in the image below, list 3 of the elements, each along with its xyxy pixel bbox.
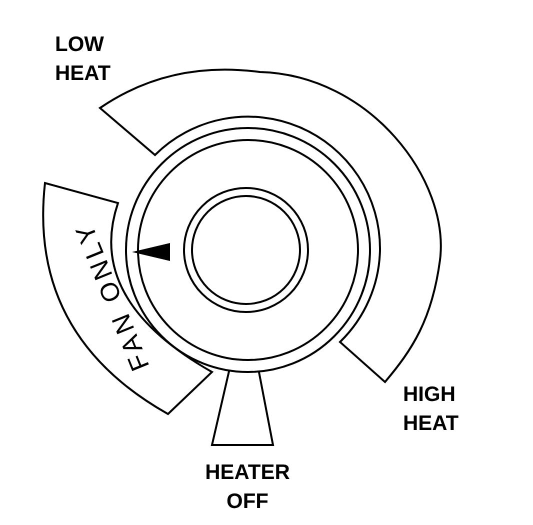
position-label: HEATER OFF	[204, 460, 291, 515]
position-label: HIGH HEAT	[403, 382, 460, 437]
position-label: LOW HEAT	[55, 32, 112, 87]
